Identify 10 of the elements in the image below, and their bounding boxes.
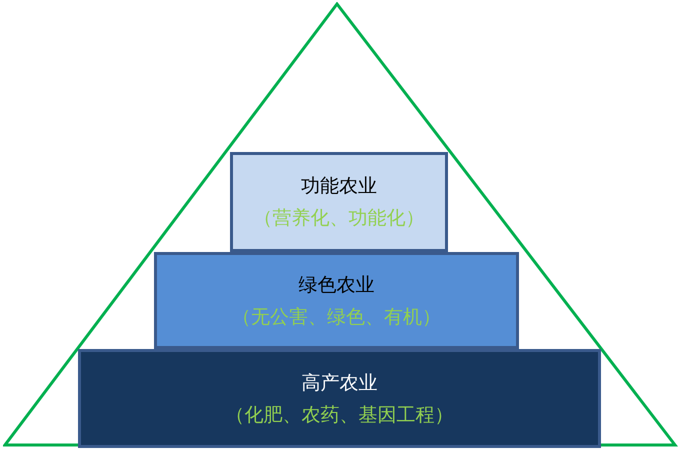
tier-box	[230, 152, 448, 252]
tier-box	[78, 349, 601, 448]
tier-title: 绿色农业	[298, 272, 374, 298]
tier-subtitle: （营养化、功能化）	[254, 206, 424, 231]
pyramid-triangle	[3, 2, 678, 448]
tier-title: 功能农业	[301, 174, 377, 199]
tier-subtitle: （化肥、农药、基因工程）	[226, 402, 454, 428]
tier-title: 高产农业	[302, 370, 378, 396]
tier-subtitle: （无公害、绿色、有机）	[232, 304, 441, 330]
tier-box	[154, 252, 519, 349]
